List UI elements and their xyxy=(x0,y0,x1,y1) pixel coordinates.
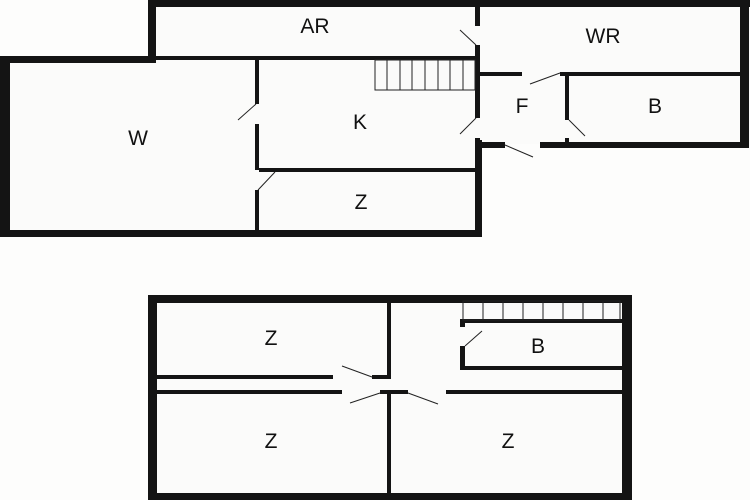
wall xyxy=(460,346,465,370)
upper-floor xyxy=(0,0,750,237)
wall xyxy=(622,295,632,500)
wall xyxy=(540,142,749,148)
room-label-z: Z xyxy=(501,430,515,453)
wall xyxy=(380,390,408,394)
wall xyxy=(0,56,156,63)
staircase xyxy=(462,300,621,321)
wall xyxy=(480,72,522,76)
wall xyxy=(255,124,259,170)
wall xyxy=(475,6,480,26)
staircase xyxy=(374,59,476,91)
room-label-b: B xyxy=(530,335,546,358)
wall xyxy=(460,319,622,323)
lower-floor xyxy=(148,295,632,500)
room-label-z: Z xyxy=(264,430,278,453)
wall xyxy=(157,390,342,394)
wall xyxy=(372,375,391,379)
wall xyxy=(446,390,622,394)
wall xyxy=(148,493,632,500)
wall xyxy=(255,60,259,104)
room-label-k: K xyxy=(352,111,368,134)
wall xyxy=(0,56,10,236)
wall xyxy=(460,366,622,370)
wall xyxy=(387,303,391,379)
wall xyxy=(148,295,632,303)
door-swings xyxy=(341,330,483,405)
wall xyxy=(255,190,259,232)
room-label-wr: WR xyxy=(585,25,621,48)
room-label-b: B xyxy=(647,95,663,118)
wall xyxy=(387,392,391,494)
room-label-w: W xyxy=(128,127,148,150)
wall xyxy=(565,138,569,144)
wall xyxy=(475,138,480,144)
wall xyxy=(259,168,477,172)
room-label-z: Z xyxy=(264,327,278,350)
wall xyxy=(560,72,745,76)
wall xyxy=(460,319,465,327)
wall xyxy=(475,142,505,148)
wall xyxy=(148,0,156,62)
wall xyxy=(157,375,333,379)
wall xyxy=(475,140,482,237)
wall xyxy=(156,56,478,60)
wall xyxy=(148,0,750,7)
door-swings xyxy=(237,29,586,191)
wall xyxy=(565,76,569,120)
wall xyxy=(148,295,157,500)
room-label-f: F xyxy=(515,95,529,118)
room-label-z: Z xyxy=(354,191,368,214)
wall xyxy=(475,45,480,118)
room-label-ar: AR xyxy=(300,15,330,38)
wall xyxy=(0,230,482,237)
